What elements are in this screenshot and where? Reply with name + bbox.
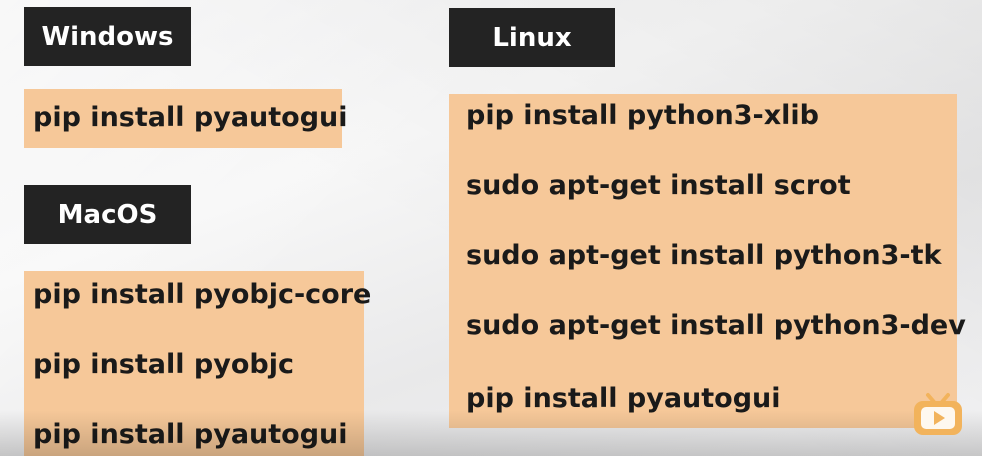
linux-title: Linux <box>492 22 572 53</box>
windows-command-box: pip install pyautogui <box>24 89 348 148</box>
bilibili-tv-logo-icon <box>911 392 965 438</box>
macos-command-box: pip install pyobjc-core pip install pyob… <box>24 271 371 456</box>
linux-command: sudo apt-get install python3-dev <box>466 310 966 341</box>
linux-command-box: pip install python3-xlib sudo apt-get in… <box>449 94 966 428</box>
macos-label: MacOS <box>24 185 191 244</box>
macos-command: pip install pyautogui <box>33 419 348 450</box>
windows-command: pip install pyautogui <box>33 102 348 133</box>
linux-command: pip install pyautogui <box>466 383 781 414</box>
macos-command: pip install pyobjc-core <box>33 279 372 310</box>
macos-command: pip install pyobjc <box>33 349 294 380</box>
linux-label: Linux <box>449 8 615 67</box>
linux-command: sudo apt-get install scrot <box>466 170 851 201</box>
linux-command: sudo apt-get install python3-tk <box>466 240 942 271</box>
linux-command: pip install python3-xlib <box>466 100 819 131</box>
windows-label: Windows <box>24 7 191 66</box>
macos-title: MacOS <box>57 199 158 230</box>
windows-title: Windows <box>41 21 174 52</box>
